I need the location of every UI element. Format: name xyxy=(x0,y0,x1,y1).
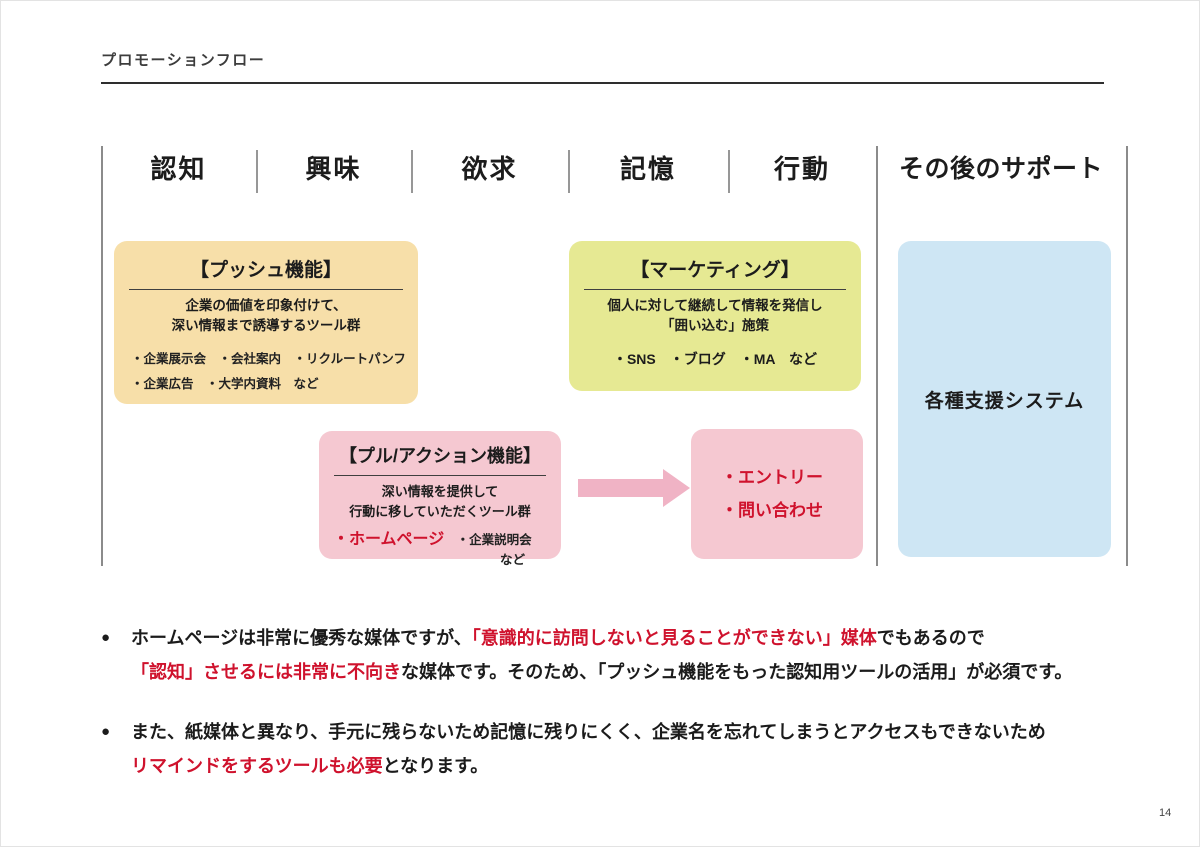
stage-divider-4 xyxy=(728,150,730,193)
stage-header-support: その後のサポート xyxy=(898,155,1103,183)
support-system-box: 各種支援システム xyxy=(898,241,1111,557)
note-1-line-2: 「認知」させるには非常に不向きな媒体です。そのため、「プッシュ機能をもった認知用… xyxy=(131,662,1073,682)
note-2-line-2: リマインドをするツールも必要となります。 xyxy=(131,756,489,776)
support-system-label: 各種支援システム xyxy=(924,390,1085,412)
pull-item-etc: など xyxy=(499,553,525,567)
push-box-items: ・企業展示会 ・会社案内 ・リクルートパンフ ・企業広告 ・大学内資料 など xyxy=(114,347,418,397)
stage-divider-1 xyxy=(256,150,258,193)
pull-box-items: ・ホームページ ・企業説明会 xyxy=(319,525,561,549)
stage-header-action: 行動 xyxy=(773,154,830,184)
push-function-box: 【プッシュ機能】 企業の価値を印象付けて、 深い情報まで誘導するツール群 ・企業… xyxy=(114,241,418,404)
marketing-box-separator xyxy=(584,289,846,290)
bullet-icon: ● xyxy=(101,723,111,740)
page-title: プロモーションフロー xyxy=(101,52,266,69)
push-box-description: 企業の価値を印象付けて、 深い情報まで誘導するツール群 xyxy=(171,298,361,334)
note-2-line-1: また、紙媒体と異なり、手元に残らないため記憶に残りにくく、企業名を忘れてしまうと… xyxy=(131,722,1046,742)
pull-box-description: 深い情報を提供して 行動に移していただくツール群 xyxy=(349,484,531,519)
note-bullet-2: ● また、紙媒体と異なり、手元に残らないため記憶に残りにくく、企業名を忘れてしま… xyxy=(101,715,1046,783)
pull-item-company-seminar: ・企業説明会 xyxy=(456,533,532,547)
section-line-right xyxy=(1126,146,1128,566)
page-number: 14 xyxy=(1159,807,1172,819)
push-items-line2: ・企業広告 ・大学内資料 など xyxy=(131,376,319,391)
push-box-separator xyxy=(129,289,403,290)
pull-box-title: 【プル/アクション機能】 xyxy=(338,446,542,466)
stage-header-awareness: 認知 xyxy=(150,154,207,184)
marketing-box-items: ・SNS ・ブログ ・MA など xyxy=(612,350,818,367)
action-item-inquiry: ・問い合わせ xyxy=(721,501,823,520)
marketing-box: 【マーケティング】 個人に対して継続して情報を発信し 「囲い込む」施策 ・SNS… xyxy=(569,241,861,391)
note-bullet-1: ● ホームページは非常に優秀な媒体ですが、「意識的に訪問しないと見ることができな… xyxy=(101,621,1072,689)
action-item-entry: ・エントリー xyxy=(721,468,823,487)
push-items-line1: ・企業展示会 ・会社案内 ・リクルートパンフ xyxy=(131,351,406,366)
stage-divider-2 xyxy=(411,150,413,193)
bullet-icon: ● xyxy=(101,629,111,646)
title-divider xyxy=(101,82,1104,84)
marketing-box-description: 個人に対して継続して情報を発信し 「囲い込む」施策 xyxy=(607,298,823,334)
note-2-text: また、紙媒体と異なり、手元に残らないため記憶に残りにくく、企業名を忘れてしまうと… xyxy=(131,715,1046,783)
pull-action-function-box: 【プル/アクション機能】 深い情報を提供して 行動に移していただくツール群 ・ホ… xyxy=(319,431,561,567)
flow-arrow-shaft xyxy=(578,479,664,497)
stage-header-memory: 記憶 xyxy=(619,154,676,184)
note-1-text: ホームページは非常に優秀な媒体ですが、「意識的に訪問しないと見ることができない」… xyxy=(131,621,1072,689)
flow-arrow-icon xyxy=(663,469,690,507)
stage-divider-3 xyxy=(568,150,570,193)
section-line-left xyxy=(101,146,103,566)
section-line-support-left xyxy=(876,146,878,566)
note-1-line-1: ホームページは非常に優秀な媒体ですが、「意識的に訪問しないと見ることができない」… xyxy=(131,628,985,648)
stage-header-desire: 欲求 xyxy=(461,154,518,184)
pull-item-homepage: ・ホームページ xyxy=(333,531,445,548)
marketing-box-title: 【マーケティング】 xyxy=(630,260,800,281)
entry-inquiry-box: ・エントリー ・問い合わせ xyxy=(691,429,863,559)
push-box-title: 【プッシュ機能】 xyxy=(189,260,342,281)
pull-box-separator xyxy=(334,475,546,476)
stage-header-interest: 興味 xyxy=(305,154,362,184)
